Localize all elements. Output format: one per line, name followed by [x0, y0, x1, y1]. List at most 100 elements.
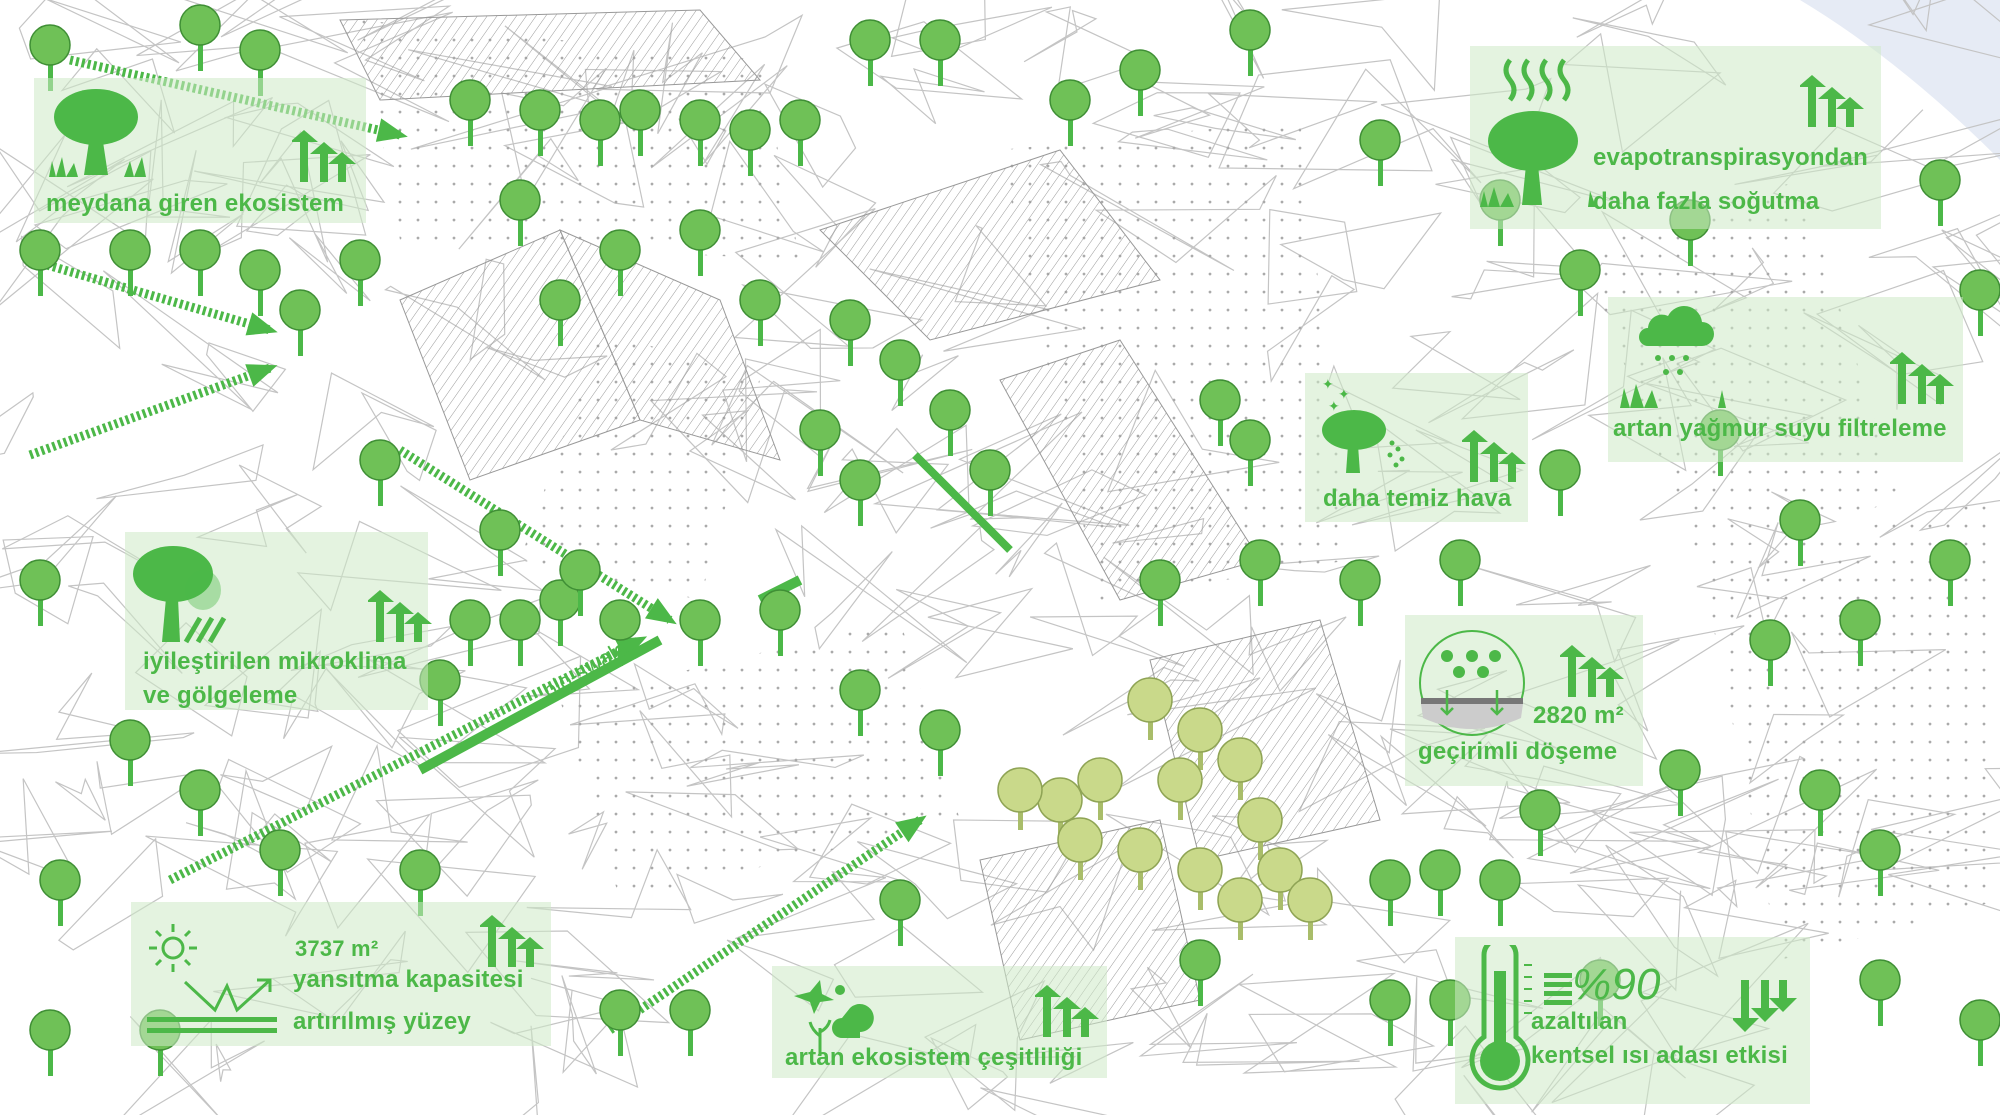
tree-icon — [359, 439, 401, 506]
tree-icon — [679, 599, 721, 666]
flow-arrow — [28, 363, 272, 460]
building-outline — [1091, 92, 1241, 159]
building-outline — [561, 975, 597, 1075]
panel-heat-island-value: %90 — [1572, 960, 1661, 1009]
tree-icon — [739, 279, 781, 346]
clean-air-tree-icon: ✦✦✦ — [1322, 376, 1405, 473]
tree-icon — [919, 19, 961, 86]
building-outline — [1451, 269, 1580, 300]
tree-icon — [579, 99, 621, 166]
flow-arrowhead — [245, 364, 278, 387]
building-outline — [522, 1025, 540, 1115]
tree-icon — [1659, 749, 1701, 816]
tree-icon — [419, 659, 461, 726]
tree-icon-light — [1287, 877, 1333, 940]
building-outline — [1443, 795, 1514, 859]
rain-cloud-grass-icon — [1620, 306, 1726, 408]
building-outline — [375, 794, 532, 898]
tree-icon-light — [1217, 737, 1263, 800]
increase-arrows-icon — [478, 915, 546, 976]
hatched-roofs — [339, 9, 1381, 1041]
tree-icon — [929, 389, 971, 456]
building-outline — [0, 391, 34, 455]
building-outline — [96, 443, 264, 500]
tree-icon — [839, 459, 881, 526]
tree-icon — [1419, 849, 1461, 916]
building-outline — [357, 0, 445, 41]
tree-icon — [29, 24, 71, 91]
tree-icon — [1359, 119, 1401, 186]
tree-icon — [1229, 9, 1271, 76]
increase-arrows-icon — [1460, 430, 1528, 491]
tree-icon — [599, 599, 641, 666]
trees — [19, 4, 2000, 1076]
panel-heat-island-line2: kentsel ısı adası etkisi — [1531, 1042, 1788, 1069]
tree-icon — [449, 79, 491, 146]
panel-reflection-line1: yansıtma kapasitesi — [293, 966, 524, 993]
svg-text:✦: ✦ — [1328, 398, 1340, 414]
tree-icon — [239, 249, 281, 316]
building-outline — [96, 761, 210, 836]
tree-icon — [879, 339, 921, 406]
tree-icon-light — [1217, 877, 1263, 940]
building-outline — [1281, 0, 1440, 92]
tree-icon — [729, 109, 771, 176]
building-outline — [312, 372, 435, 472]
tree-icon — [1799, 769, 1841, 836]
building-outline — [1512, 877, 1670, 918]
tree-icon — [499, 599, 541, 666]
tree-icon — [559, 549, 601, 616]
tree-icon — [499, 179, 541, 246]
evaporation-tree-icon — [1480, 58, 1596, 207]
tree-icon — [1139, 559, 1181, 626]
hatched-roof — [819, 149, 1161, 341]
bio-swale-channel — [912, 452, 1013, 553]
building-outline — [1182, 1013, 1360, 1066]
water-area — [1800, 0, 2000, 160]
tree-icon — [679, 209, 721, 276]
building-outline — [102, 270, 279, 411]
tree-icon — [1439, 539, 1481, 606]
tree-icon-light — [1117, 827, 1163, 890]
tree-icon — [179, 769, 221, 836]
tree-icon — [1519, 789, 1561, 856]
panel-ecosystem-entering-label: meydana giren ekosistem — [46, 190, 345, 217]
building-outline — [136, 0, 266, 72]
building-outline — [1868, 227, 2000, 327]
increase-arrows-icon — [1888, 352, 1956, 413]
tree-icon — [259, 829, 301, 896]
panel-microclimate-line1: iyileştirilen mikroklima — [143, 648, 407, 675]
increase-arrows-icon — [366, 590, 434, 651]
building-outline — [1488, 780, 1699, 843]
building-outline — [304, 813, 432, 930]
increase-arrows-icon — [1033, 985, 1101, 1046]
tree-icon — [969, 449, 1011, 516]
panel-evapotranspiration-line1: evapotranspirasyondan — [1593, 144, 1868, 171]
flow-arrows — [28, 55, 1013, 1034]
flow-arrow — [167, 635, 643, 885]
building-outline — [995, 502, 1063, 578]
tree-icon-light — [997, 767, 1043, 830]
tree-icon — [1959, 999, 2000, 1066]
building-outline — [1945, 214, 2000, 281]
tree-icon — [1559, 249, 1601, 316]
building-outline — [1866, 0, 2000, 59]
tree-icon-light — [1157, 757, 1203, 820]
building-outline — [220, 745, 333, 812]
decrease-arrows-icon — [1731, 980, 1799, 1041]
building-outline — [422, 779, 539, 884]
building-outline — [1576, 0, 1665, 38]
building-outline — [927, 587, 1074, 679]
flow-arrow — [397, 446, 673, 624]
tree-icon — [39, 859, 81, 926]
tree-icon — [19, 559, 61, 626]
tree-icon — [1179, 939, 1221, 1006]
tree-icon — [29, 1009, 71, 1076]
tree-icon — [1229, 419, 1271, 486]
building-outline — [247, 811, 332, 863]
building-outline — [205, 342, 287, 413]
flow-arrowhead — [895, 815, 927, 843]
building-outline — [46, 0, 180, 64]
building-outline — [735, 871, 887, 940]
increase-arrows-icon — [1558, 645, 1626, 706]
